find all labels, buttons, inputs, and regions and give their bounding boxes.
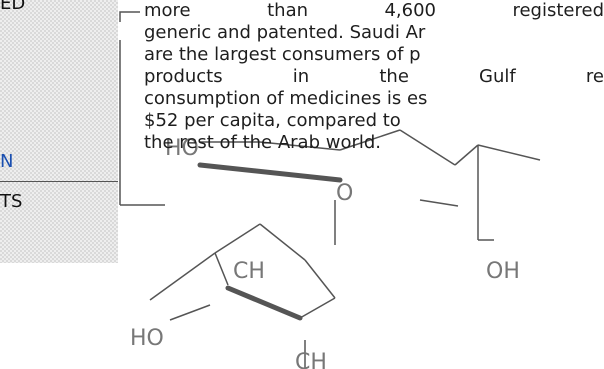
atom-label-ho-top: HO: [165, 136, 199, 161]
article-line: are the largest consumers of p: [144, 44, 421, 65]
article-line: $52 per capita, compared to: [144, 110, 401, 131]
atom-label-ch-bottom: CH: [295, 350, 327, 369]
atom-label-oh: OH: [486, 259, 520, 284]
bond-lower-1: [214, 223, 261, 254]
bond-upper-5: [454, 144, 479, 166]
bond-lower-2: [259, 223, 306, 261]
bond-upper-bold: [197, 162, 343, 183]
sidebar-item-label: N: [0, 151, 14, 172]
atom-label-ho-bottom: HO: [130, 326, 164, 351]
article-line: more than 4,600 registered: [144, 0, 604, 21]
bond-upper-3: [339, 129, 401, 151]
atom-label-o: O: [336, 181, 353, 206]
sidebar-item-label: TS: [0, 191, 23, 212]
article-line: products in the Gulf re: [144, 66, 604, 87]
bond-lower-3: [304, 259, 336, 299]
bond-lower-5: [299, 297, 336, 319]
sidebar-item-2-selected[interactable]: N: [0, 152, 13, 172]
article-paragraph: more than 4,600 registered generic and p…: [144, 0, 604, 154]
bond-upper-6: [477, 144, 541, 161]
atom-label-ch-middle: CH: [233, 259, 265, 284]
article-line: generic and patented. Saudi Ar: [144, 22, 426, 43]
sidebar-item-1[interactable]: ED: [0, 0, 25, 14]
bond-lower-bold: [225, 285, 303, 321]
sidebar-item-3[interactable]: TS: [0, 192, 22, 212]
molecule-illustration: HO O CH OH HO CH: [119, 11, 541, 369]
bond-upper-2: [259, 141, 341, 151]
sidebar-divider: [0, 181, 118, 182]
bond-lower-ho-link: [169, 304, 211, 321]
bond-lower-left: [149, 252, 216, 301]
sidebar: ED N TS: [0, 0, 118, 263]
article-line: the rest of the Arab world.: [144, 132, 382, 153]
bond-upper-right-short: [419, 199, 459, 207]
article-line: consumption of medicines is es: [144, 88, 428, 109]
sidebar-item-label: ED: [0, 0, 26, 14]
bond-top-bracket: [119, 11, 140, 22]
bond-lower-4: [214, 252, 229, 286]
bond-upper-4: [399, 129, 456, 166]
